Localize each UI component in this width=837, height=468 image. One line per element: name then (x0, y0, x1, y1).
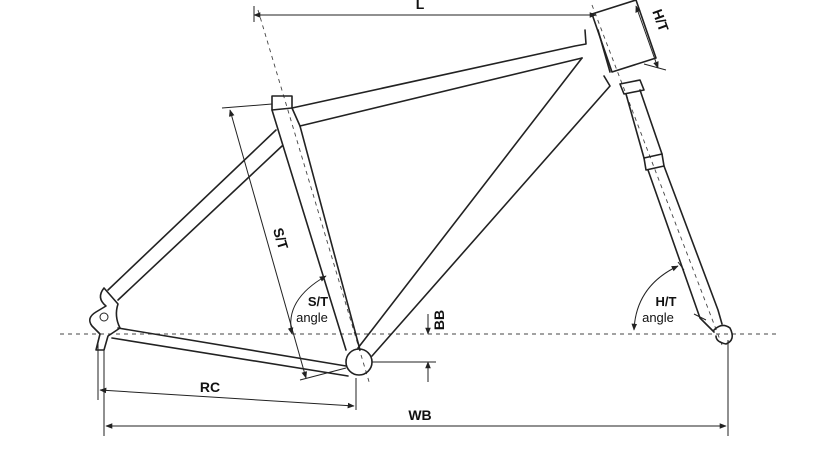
st-angle-label-line1: S/T (308, 294, 328, 309)
reach-label: L (416, 0, 425, 12)
rc-label: RC (200, 379, 220, 395)
seat-tube-axis (257, 9, 371, 386)
seat-tube-dimension-line (229, 109, 307, 379)
bb-label: BB (431, 310, 447, 330)
rear-center-dimension-line (99, 387, 355, 409)
head-tube-dimension-line (635, 5, 659, 69)
st-angle-label-line2: angle (296, 310, 328, 325)
fork (619, 79, 734, 345)
seat-tube-angle-arc (287, 275, 327, 335)
ht-angle-label-line1: H/T (656, 294, 677, 309)
ht-angle-label-line2: angle (642, 310, 674, 325)
frame (88, 0, 657, 377)
bottom-bracket (345, 348, 373, 376)
head-tube-label: H/T (649, 7, 672, 34)
rear-dropout (88, 287, 121, 351)
seat-tube-label: S/T (270, 226, 292, 252)
wb-label: WB (408, 407, 431, 423)
head-tube-angle-arc (631, 265, 679, 331)
